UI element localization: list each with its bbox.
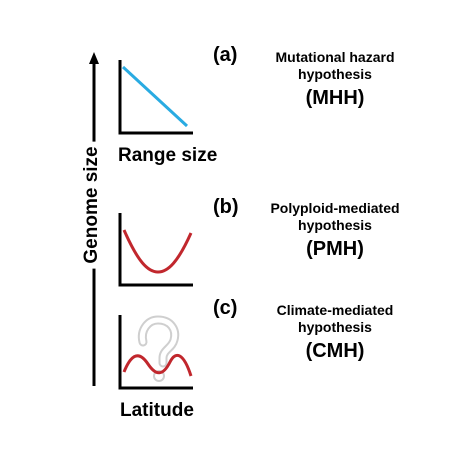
panel-a-hypothesis-line1: Mutational hazard bbox=[275, 49, 395, 65]
x-axis-label-range-size: Range size bbox=[118, 145, 218, 166]
panel-b-hypothesis-line2: hypothesis bbox=[298, 217, 372, 233]
panel-c-axes bbox=[118, 315, 193, 390]
panel-a-axes bbox=[118, 60, 193, 135]
panel-a-letter: (a) bbox=[213, 44, 238, 66]
x-axis-label-latitude: Latitude bbox=[120, 400, 194, 421]
panel-a-hypothesis-line2: hypothesis bbox=[298, 66, 372, 82]
panel-a-abbreviation: (MHH) bbox=[305, 87, 365, 109]
panel-c-curve bbox=[122, 353, 193, 377]
panel-b-letter: (b) bbox=[213, 196, 239, 218]
panel-c-hypothesis-line1: Climate-mediated bbox=[276, 302, 394, 318]
y-axis-label: Genome size bbox=[81, 141, 103, 269]
panel-b-curve bbox=[122, 229, 193, 274]
panel-c-hypothesis-line2: hypothesis bbox=[298, 319, 372, 335]
panel-c-abbreviation: (CMH) bbox=[305, 340, 365, 362]
panel-b-axes bbox=[118, 213, 193, 287]
panel-a-curve bbox=[121, 65, 189, 128]
panel-c-letter: (c) bbox=[213, 297, 238, 319]
panel-b-abbreviation: (PMH) bbox=[306, 238, 364, 260]
panel-b-hypothesis-line1: Polyploid-mediated bbox=[270, 200, 400, 216]
